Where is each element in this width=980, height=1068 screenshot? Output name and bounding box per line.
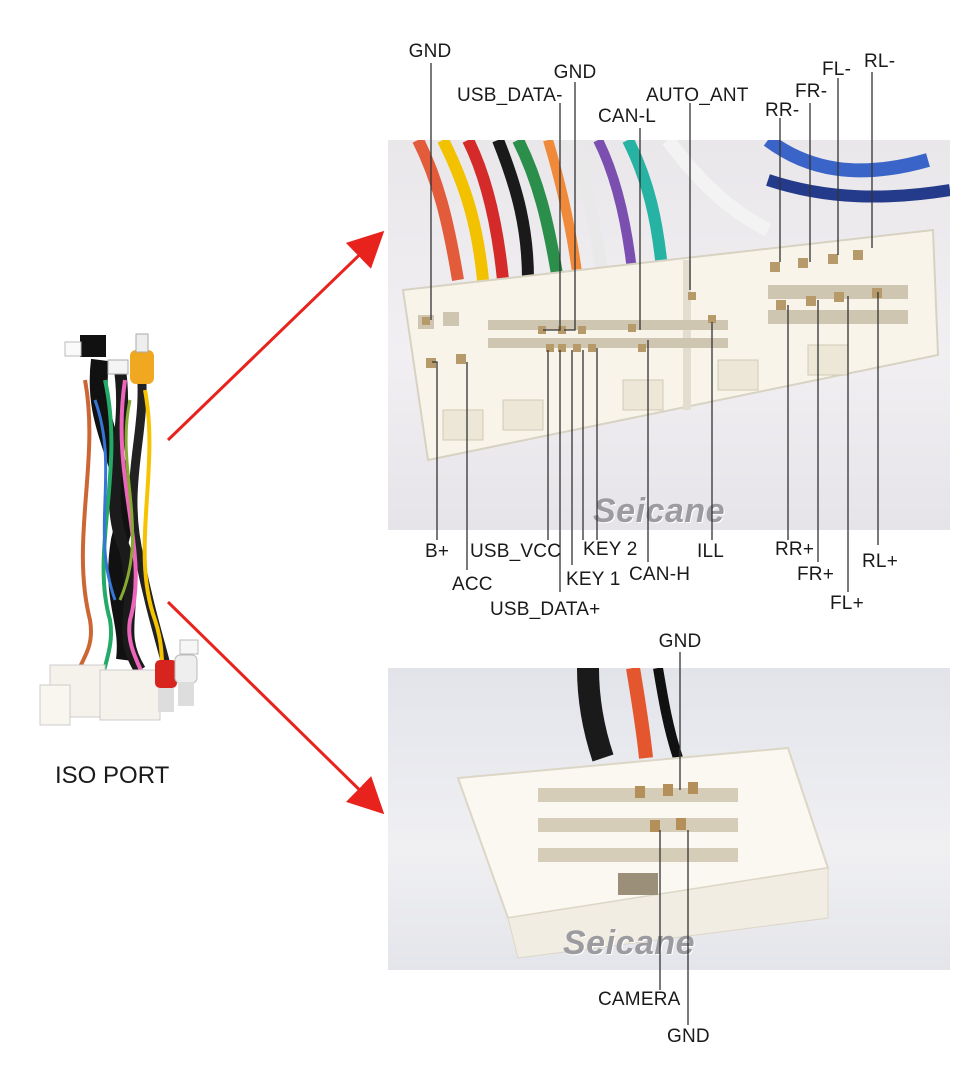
pin-label: USB_DATA- <box>457 85 563 106</box>
pin-label: FL+ <box>830 593 864 614</box>
pin-label: AUTO_ANT <box>646 85 749 106</box>
pin-label: FR+ <box>797 564 835 585</box>
pin-label: CAN-H <box>629 564 691 585</box>
watermark-bottom: Seicane <box>563 924 696 962</box>
harness-illustration <box>39 333 199 726</box>
pin-label: ILL <box>697 541 725 562</box>
pin-label: GND <box>667 1026 710 1047</box>
pin-label: FR- <box>795 81 828 102</box>
pin-label: RL- <box>864 51 896 72</box>
pin-label: CAN-L <box>598 106 657 127</box>
iso-port-label: ISO PORT <box>55 762 170 789</box>
pin-label: CAMERA <box>598 989 681 1010</box>
pin-label: USB_DATA+ <box>490 599 601 620</box>
pin-label: FL- <box>822 59 852 80</box>
pin-label: GND <box>553 62 597 83</box>
pin-label: KEY 1 <box>566 569 621 590</box>
pin-label: USB_VCC <box>470 541 562 562</box>
pin-label: RR+ <box>775 539 815 560</box>
pin-label: B+ <box>425 541 450 562</box>
pin-label: KEY 2 <box>583 539 638 560</box>
pin-label: RR- <box>765 100 800 121</box>
pin-label: RL+ <box>862 551 898 572</box>
pin-label: GND <box>408 41 452 62</box>
watermark-top: Seicane <box>593 492 726 530</box>
pin-label: GND <box>658 631 702 652</box>
pin-label: ACC <box>452 574 493 595</box>
camera-connector-photo: Seicane <box>388 668 950 970</box>
main-connector-photo: Seicane <box>388 140 950 530</box>
